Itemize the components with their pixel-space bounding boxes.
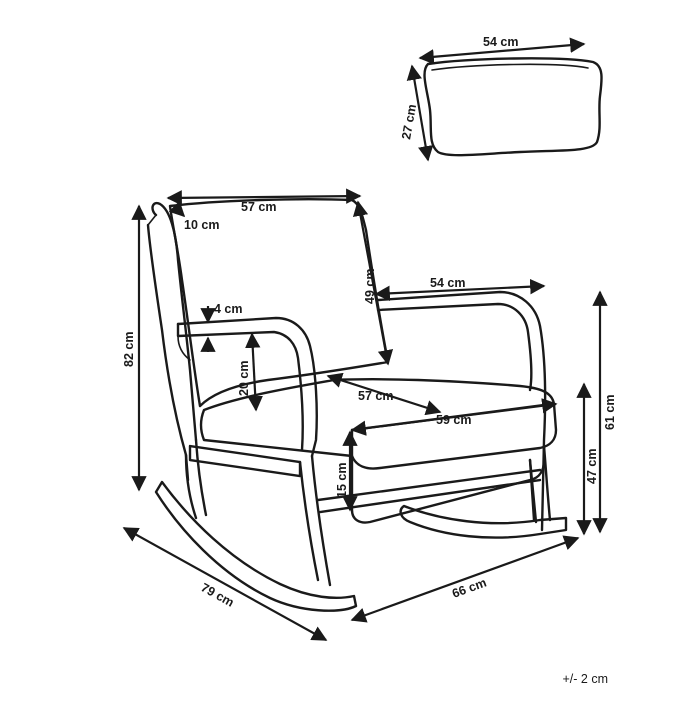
rocking-chair (146, 198, 568, 612)
rocker-length-label: 79 cm (199, 580, 237, 609)
armrest-length-dimension: 54 cm (374, 276, 546, 302)
cushion-height-dimension: 27 cm (399, 64, 434, 162)
seat-depth-label: 57 cm (358, 389, 393, 403)
armrest-height-above-seat-label: 20 cm (237, 361, 251, 396)
seat-depth-dimension: 57 cm (326, 372, 442, 416)
top-width-label: 57 cm (241, 200, 276, 214)
total-width-label: 66 cm (450, 576, 488, 601)
cushion-height-label: 27 cm (399, 103, 419, 140)
armrest-height-above-seat-dimension: 20 cm (237, 332, 263, 412)
seat-thickness-dimension: 15 cm (335, 430, 358, 512)
cushion-width-dimension: 54 cm (418, 35, 586, 65)
total-width-dimension: 66 cm (350, 535, 580, 623)
back-height-label: 49 cm (363, 269, 377, 304)
top-frame-depth-dimension: 10 cm (168, 200, 219, 232)
cushion (423, 57, 603, 157)
cushion-width-label: 54 cm (483, 35, 518, 49)
rocker-length-dimension: 79 cm (122, 527, 328, 641)
total-height-dimension: 82 cm (122, 204, 147, 492)
total-height-label: 82 cm (122, 332, 136, 367)
armrest-length-label: 54 cm (430, 276, 465, 290)
seat-width-dimension: 59 cm (350, 398, 558, 436)
tolerance-note: +/- 2 cm (562, 672, 609, 686)
seat-height-dimension: 47 cm (576, 382, 599, 536)
back-height-dimension: 49 cm (352, 200, 394, 366)
top-width-dimension: 57 cm (166, 188, 362, 214)
seat-height-label: 47 cm (585, 449, 599, 484)
seat-width-label: 59 cm (436, 413, 471, 427)
armrest-height-dimension: 61 cm (592, 290, 617, 534)
armrest-thickness-label: 4 cm (214, 302, 243, 316)
armrest-height-label: 61 cm (603, 395, 617, 430)
top-frame-depth-label: 10 cm (184, 218, 219, 232)
armrest-thickness-dimension: 4 cm (200, 302, 243, 352)
seat-thickness-label: 15 cm (335, 463, 349, 498)
